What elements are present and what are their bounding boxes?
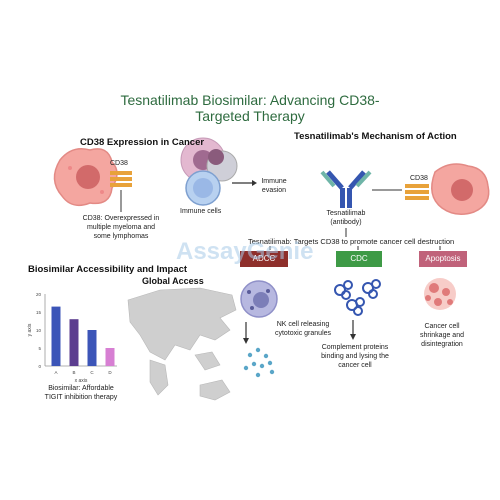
x-tick-label: B: [72, 370, 75, 375]
immune-cells: [180, 137, 238, 206]
cancer-cell-right: [431, 163, 490, 215]
cdc-line: Complement proteins: [321, 344, 389, 351]
y-tick-label: 20: [36, 292, 42, 297]
title-line-1: Tesnatilimab Biosimilar: Advancing CD38-: [120, 92, 380, 108]
access-heading: Biosimilar Accessibility and Impact: [28, 264, 188, 275]
x-tick-label: C: [90, 370, 94, 375]
world-map: [127, 287, 237, 401]
cd38-receptor-right: [405, 184, 429, 200]
y-axis-label: y axis: [27, 323, 33, 336]
desc-line: multiple myeloma and: [86, 224, 156, 231]
granules-icon: [243, 347, 275, 378]
x-tick-label: A: [54, 370, 57, 375]
x-axis-label: x axis: [75, 378, 88, 384]
y-tick-label: 10: [36, 328, 42, 333]
apoptosis-line: Cancer cell: [424, 323, 460, 330]
page-title: Tesnatilimab Biosimilar: Advancing CD38-…: [0, 92, 500, 124]
bar-b: [69, 319, 79, 366]
cdc-description: Complement proteins binding and lysing t…: [318, 343, 392, 370]
y-tick-label: 15: [36, 310, 42, 315]
bar-a: [51, 306, 61, 366]
bar-d: [105, 348, 115, 366]
cd38-expression-heading: CD38 Expression in Cancer: [80, 137, 205, 148]
antibody-line: Tesnatilimab: [326, 210, 366, 217]
cancer-cell-left: [53, 148, 118, 207]
badge-adcc: ADCC: [240, 251, 288, 267]
caption-line: TIGIT inhibition therapy: [44, 394, 118, 401]
adcc-line: NK cell releasing: [276, 321, 330, 328]
immune-cells-label: Immune cells: [180, 208, 222, 215]
badge-cdc: CDC: [336, 251, 382, 267]
complement-icon: [334, 279, 381, 316]
desc-line: some lymphomas: [93, 233, 149, 240]
antibody-icon: [320, 170, 372, 208]
desc-line: CD38: Overexpressed in: [82, 215, 160, 222]
apoptosis-description: Cancer cell shrinkage and disintegration: [410, 322, 474, 349]
cd38-label-right: CD38: [410, 175, 428, 182]
targets-caption: Tesnatilimab: Targets CD38 to promote ca…: [248, 237, 455, 246]
evasion-line: Immune: [261, 178, 287, 185]
adcc-description: NK cell releasing cytotoxic granules: [258, 320, 348, 338]
apoptosis-line: disintegration: [421, 341, 463, 348]
cdc-line: binding and lysing the: [321, 353, 389, 360]
apoptotic-cell-icon: [424, 278, 456, 310]
caption-line: Biosimilar: Affordable: [48, 385, 114, 392]
global-access-label: Global Access: [142, 276, 204, 286]
cd38-label-left: CD38: [110, 160, 128, 167]
cdc-line: cancer cell: [338, 362, 372, 369]
immune-evasion-label: Immune evasion: [254, 177, 294, 195]
apoptosis-line: shrinkage and: [420, 332, 464, 339]
access-caption: Biosimilar: Affordable TIGIT inhibition …: [26, 384, 136, 402]
title-line-2: Targeted Therapy: [195, 108, 305, 124]
antibody-line: (antibody): [330, 219, 362, 226]
antibody-label: Tesnatilimab (antibody): [316, 209, 376, 227]
y-tick-label: 0: [38, 364, 41, 369]
adcc-line: cytotoxic granules: [274, 330, 332, 337]
mechanism-heading: Tesnatilimab's Mechanism of Action: [294, 131, 457, 142]
bar-c: [87, 330, 97, 366]
x-tick-label: D: [108, 370, 112, 375]
y-tick-label: 5: [38, 346, 41, 351]
badge-apoptosis: Apoptosis: [419, 251, 467, 267]
cd38-description: CD38: Overexpressed in multiple myeloma …: [66, 214, 176, 241]
watermark: AssayGenie: [176, 238, 314, 265]
cd38-receptor-left: [110, 171, 132, 187]
evasion-line: evasion: [261, 187, 287, 194]
nk-cell-icon: [240, 280, 278, 318]
